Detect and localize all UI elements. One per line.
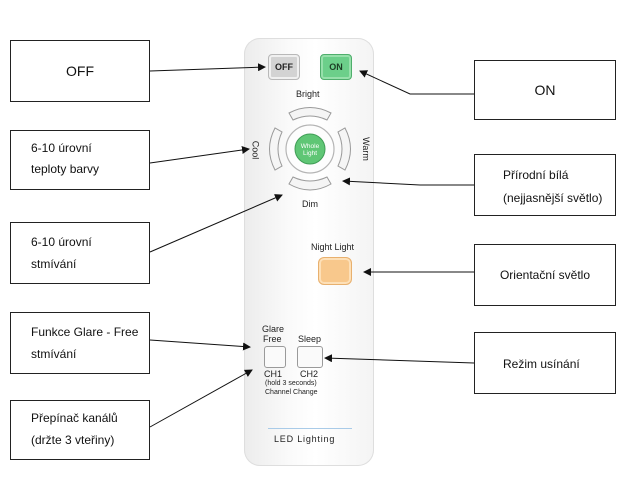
callout-color-temperature-line2: teploty barvy <box>31 162 100 176</box>
night-light-button[interactable] <box>318 257 352 285</box>
arrow-dimming <box>149 194 283 253</box>
callout-on: ON <box>474 60 616 120</box>
whole-light-label-line1: Whole <box>301 143 320 150</box>
hold-note: (hold 3 seconds) <box>265 380 317 387</box>
arrow-sleep <box>324 354 475 364</box>
callout-color-temperature-line1: 6-10 úrovní <box>31 141 92 155</box>
channel-change-label: Channel Change <box>265 389 318 396</box>
callout-natural-white-line1: Přírodní bílá <box>503 168 569 182</box>
arrow-natural-white <box>342 177 474 186</box>
sleep-button[interactable] <box>297 346 323 368</box>
glare-free-button[interactable] <box>264 346 286 368</box>
brand-label: LED Lighting <box>274 434 336 444</box>
cool-button[interactable] <box>269 127 283 171</box>
callout-natural-white: Přírodní bílá (nejjasnější světlo) <box>474 154 616 216</box>
callout-sleep: Režim usínání <box>474 332 616 394</box>
callout-night-light-text: Orientační světlo <box>499 268 591 282</box>
glare-free-label-line2: Free <box>263 334 282 344</box>
ch1-label: CH1 <box>264 369 283 379</box>
bright-label: Bright <box>296 89 320 99</box>
direction-pad: Whole Light <box>269 107 351 191</box>
callout-glare-free: Funkce Glare - Free stmívání <box>10 312 150 374</box>
callout-sleep-text: Režim usínání <box>503 357 580 371</box>
off-button-label: OFF <box>275 62 293 72</box>
callout-off: OFF <box>10 40 150 102</box>
callout-off-text: OFF <box>66 63 94 79</box>
dim-button[interactable] <box>288 176 332 191</box>
callout-glare-free-line2: stmívání <box>31 347 77 361</box>
off-button[interactable]: OFF <box>268 54 300 80</box>
callout-dimming-line1: 6-10 úrovní <box>31 235 92 249</box>
brand-divider <box>268 428 352 429</box>
glare-free-label-line1: Glare <box>262 324 285 334</box>
night-light-label: Night Light <box>311 242 355 252</box>
callout-night-light: Orientační světlo <box>474 244 616 306</box>
ch2-label: CH2 <box>300 369 319 379</box>
arrow-channel <box>149 369 253 428</box>
on-button[interactable]: ON <box>320 54 352 80</box>
whole-light-button[interactable] <box>294 133 326 165</box>
callout-channel-line1: Přepínač kanálů <box>31 411 118 425</box>
callout-dimming-line2: stmívání <box>31 257 77 271</box>
callout-channel-line2: (držte 3 vteřiny) <box>31 433 115 447</box>
callout-dimming: 6-10 úrovní stmívání <box>10 222 150 284</box>
arrow-glare-free <box>149 339 251 351</box>
bright-button[interactable] <box>288 107 332 121</box>
whole-light-label-line2: Light <box>303 150 317 157</box>
dim-label: Dim <box>302 199 318 209</box>
arrow-off <box>149 63 266 72</box>
callout-natural-white-line2: (nejjasnější světlo) <box>503 191 603 205</box>
callout-on-text: ON <box>534 82 556 98</box>
on-button-label: ON <box>329 62 343 72</box>
callout-channel: Přepínač kanálů (držte 3 vteřiny) <box>10 400 150 460</box>
callout-glare-free-line1: Funkce Glare - Free <box>31 325 139 339</box>
sleep-label: Sleep <box>298 334 322 344</box>
arrow-on <box>359 70 474 95</box>
arrow-color-temperature <box>149 146 250 164</box>
callout-color-temperature: 6-10 úrovní teploty barvy <box>10 130 150 190</box>
warm-button[interactable] <box>337 127 351 171</box>
